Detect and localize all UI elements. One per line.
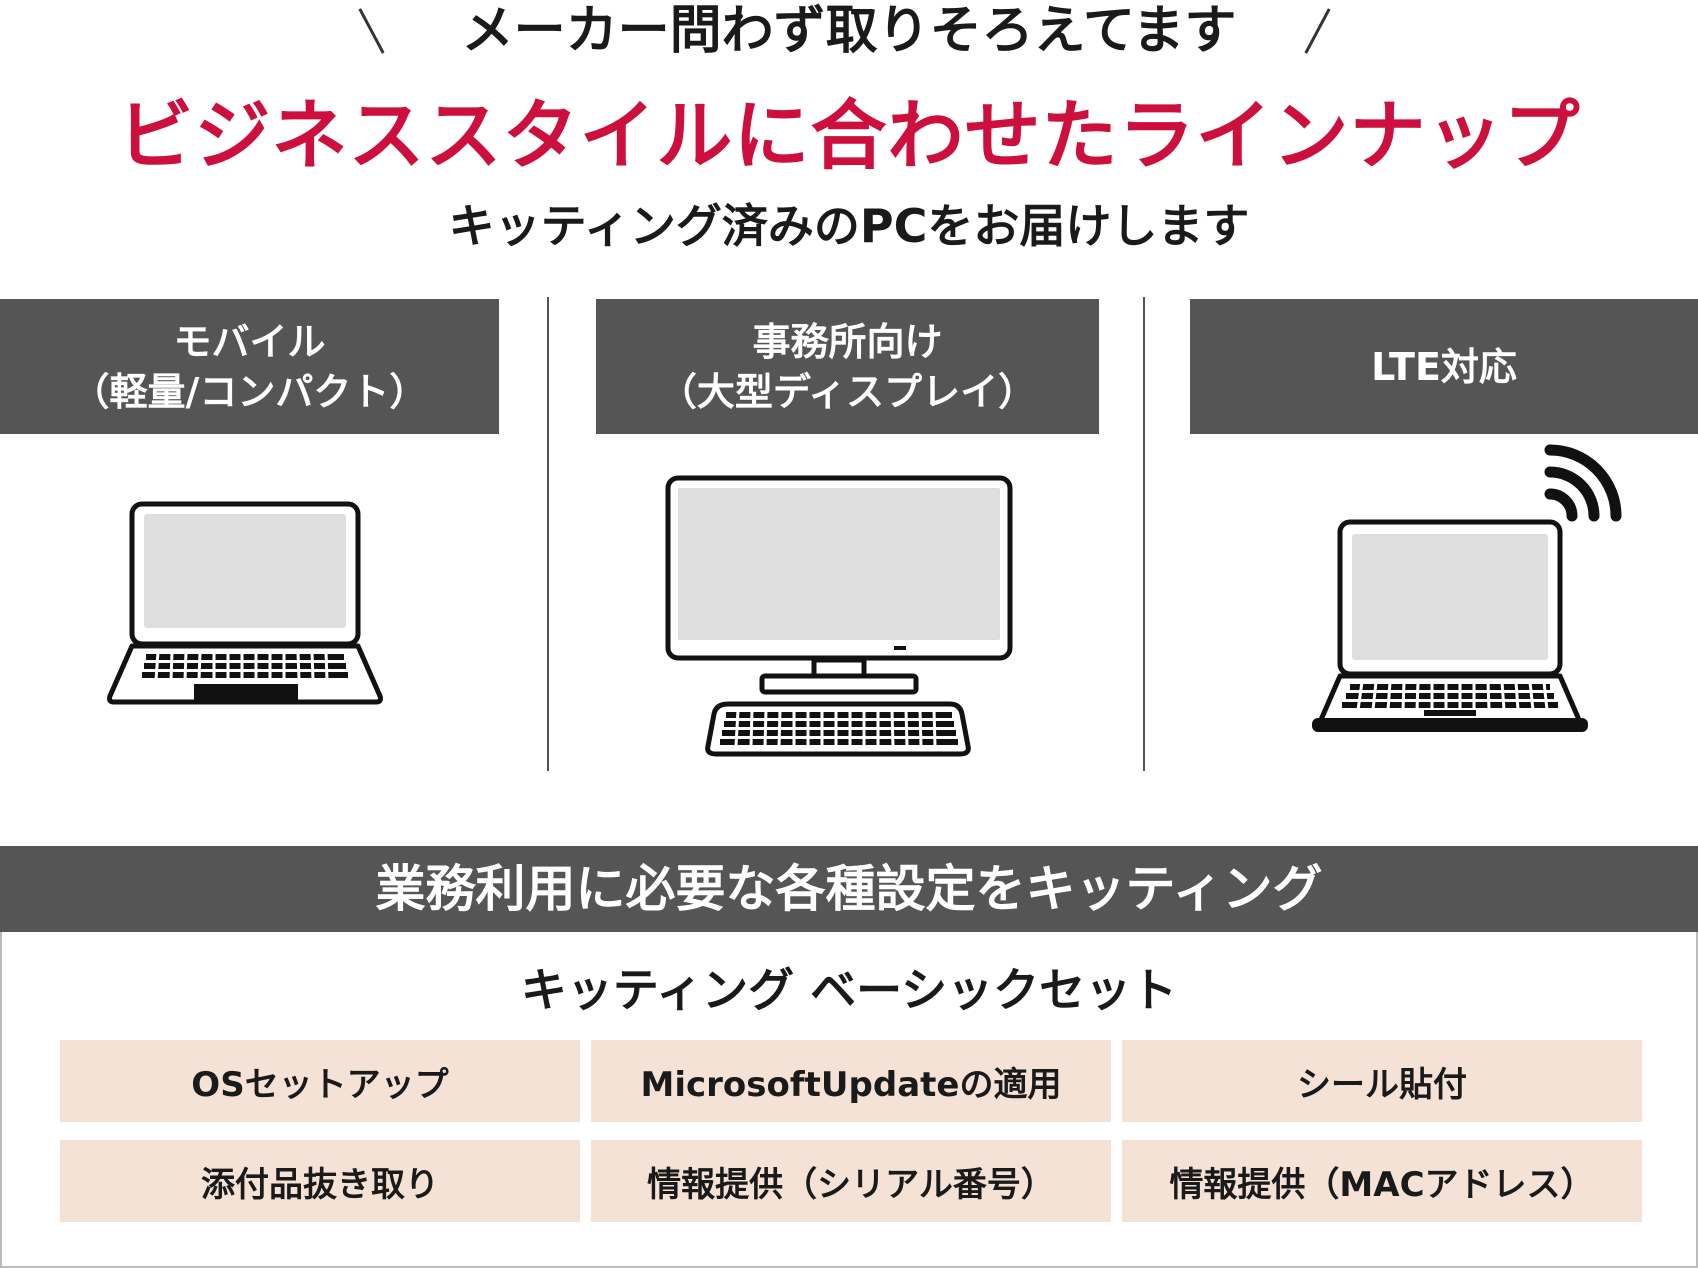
main-title: ビジネススタイルに合わせたラインナップ bbox=[117, 91, 1581, 180]
column-divider-1 bbox=[547, 297, 549, 771]
desktop-monitor-icon bbox=[665, 475, 1013, 757]
category-mobile-title: モバイル bbox=[173, 319, 326, 364]
category-office: 事務所向け （大型ディスプレイ） bbox=[596, 299, 1099, 434]
column-divider-2 bbox=[1143, 297, 1145, 771]
kitting-item-os-setup: OSセットアップ bbox=[60, 1040, 580, 1122]
category-mobile: モバイル （軽量/コンパクト） bbox=[0, 299, 499, 434]
laptop-icon bbox=[107, 501, 383, 705]
kitting-item-microsoft-update: MicrosoftUpdateの適用 bbox=[591, 1040, 1111, 1122]
kitting-basic-set-box: キッティング ベーシックセット OSセットアップ MicrosoftUpdate… bbox=[0, 932, 1698, 1268]
lte-laptop-icon bbox=[1312, 444, 1622, 732]
wifi-signal-icon bbox=[1544, 444, 1622, 522]
kitting-item-mac-info: 情報提供（MACアドレス） bbox=[1122, 1140, 1642, 1222]
kitting-banner: 業務利用に必要な各種設定をキッティング bbox=[0, 846, 1698, 932]
kitting-item-sticker: シール貼付 bbox=[1122, 1040, 1642, 1122]
category-mobile-subtitle: （軽量/コンパクト） bbox=[71, 369, 428, 414]
tagline: メーカー問わず取りそろえてます bbox=[461, 1, 1237, 61]
category-office-title: 事務所向け bbox=[752, 319, 943, 364]
basic-set-title: キッティング ベーシックセット bbox=[520, 963, 1178, 1017]
sub-title: キッティング済みのPCをお届けします bbox=[448, 199, 1250, 253]
category-lte: LTE対応 bbox=[1190, 299, 1698, 434]
kitting-item-remove-accessories: 添付品抜き取り bbox=[60, 1140, 580, 1222]
kitting-item-serial-info: 情報提供（シリアル番号） bbox=[591, 1140, 1111, 1222]
category-office-subtitle: （大型ディスプレイ） bbox=[658, 369, 1037, 414]
header: メーカー問わず取りそろえてます ビジネススタイルに合わせたラインナップ キッティ… bbox=[0, 0, 1698, 300]
category-lte-title: LTE対応 bbox=[1371, 344, 1517, 389]
